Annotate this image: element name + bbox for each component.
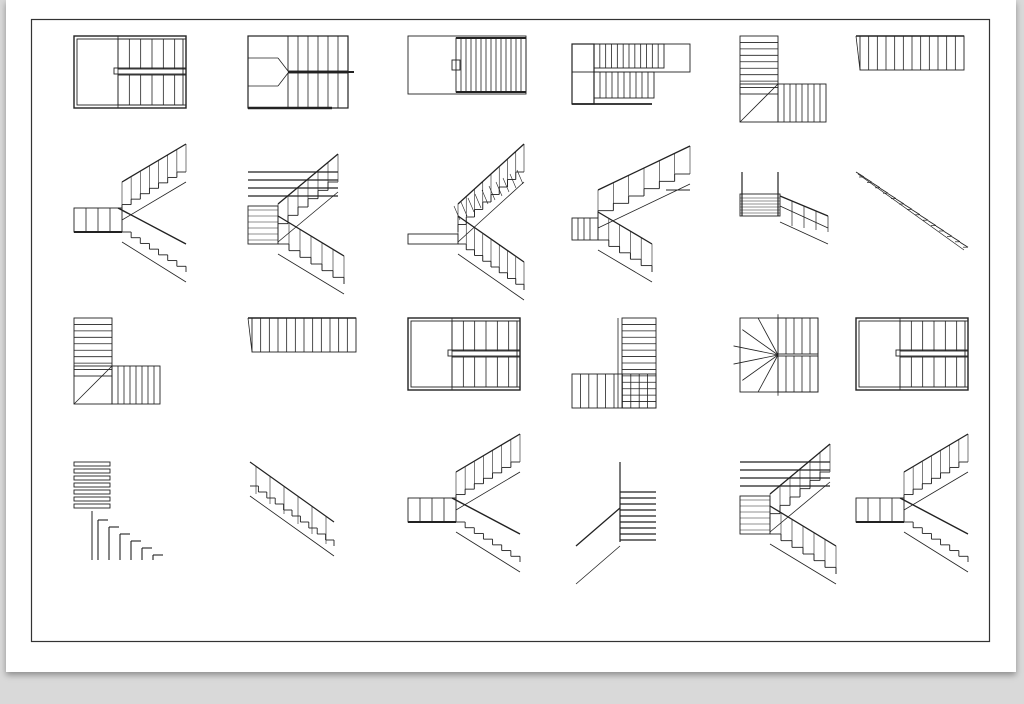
stair-drawing-u-elevation: [855, 433, 969, 573]
stair-drawing-l-plan: [73, 317, 161, 405]
stair-drawing-u-plan: [407, 317, 521, 391]
stair-drawing-straight-plan-landing: [407, 35, 527, 95]
stair-drawing-straight-elevation-landing: [739, 172, 829, 245]
drawing-frame: [30, 18, 991, 643]
stair-drawing-straight-elevation-open: [855, 171, 969, 251]
stair-drawing-u-elevation-rails: [247, 153, 345, 295]
stair-drawing-u-plan: [855, 317, 969, 391]
stair-drawing-u-elevation-ornate: [407, 143, 525, 301]
stair-drawing-u-plan: [73, 35, 187, 109]
stair-drawing-u-elevation-glass: [571, 145, 691, 283]
stair-drawing-l-plan-reverse: [571, 317, 657, 409]
stair-drawing-straight-plan: [247, 317, 357, 353]
stair-drawing-l-elevation: [575, 462, 656, 585]
drawing-sheet: [6, 0, 1016, 672]
stair-drawing-u-elevation: [407, 433, 521, 573]
stair-drawing-u-plan-winder: [247, 35, 354, 110]
stair-drawing-straight-plan: [855, 35, 965, 71]
stair-drawing-cantilever-elevation: [73, 461, 163, 560]
stair-drawing-winder-plan: [733, 314, 819, 396]
stair-drawing-l-plan: [739, 35, 827, 123]
stair-drawing-straight-elevation-rail: [249, 461, 335, 557]
stair-drawing-u-elevation-rails: [739, 443, 837, 585]
stair-drawing-u-elevation: [73, 143, 187, 283]
stair-drawing-u-plan-offset: [571, 43, 691, 105]
